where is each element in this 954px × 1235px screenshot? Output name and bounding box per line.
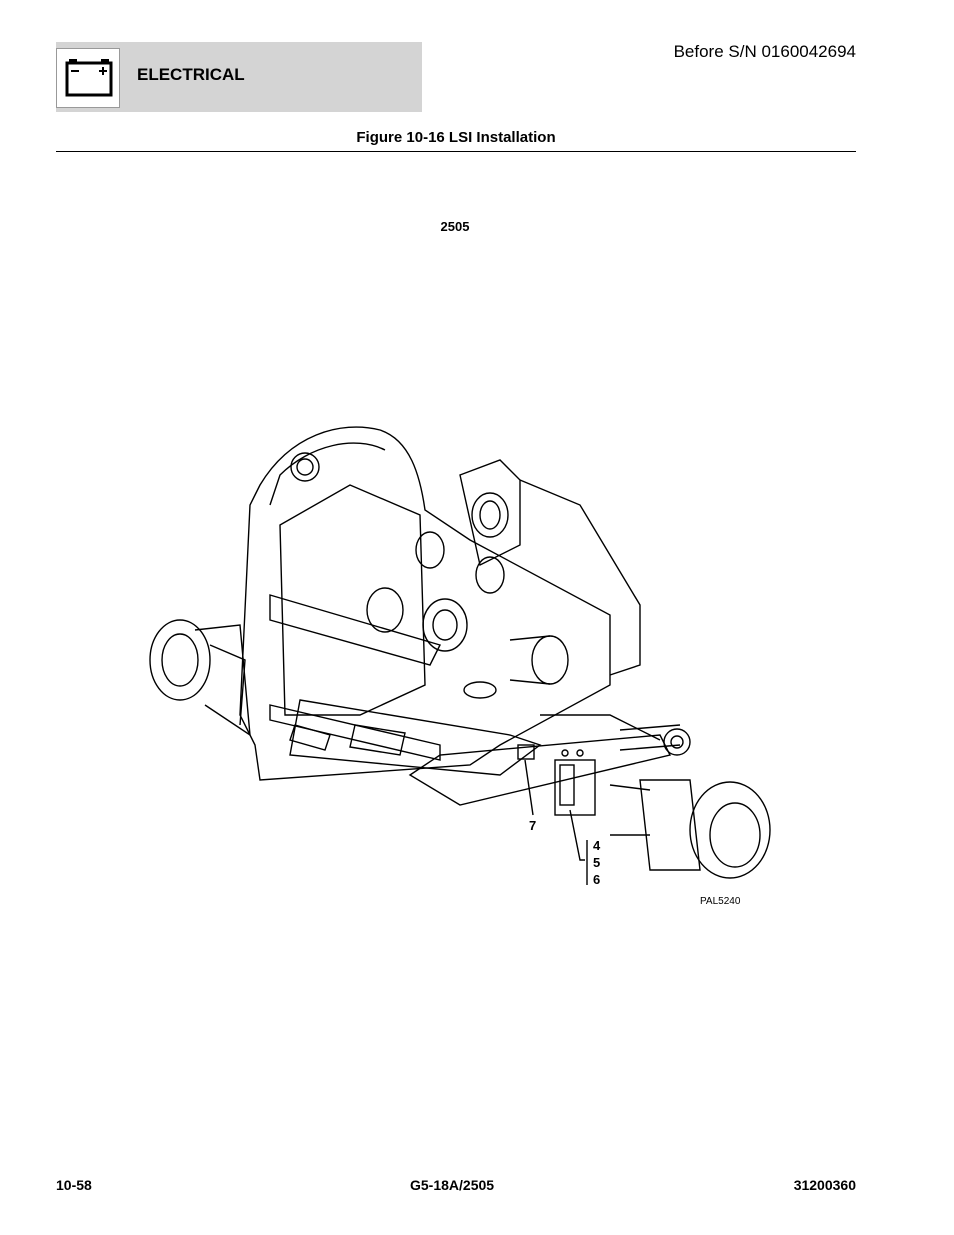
callout-5: 5 [593, 855, 601, 870]
serial-note: Before S/N 0160042694 [673, 42, 856, 61]
callout-7: 7 [529, 818, 537, 833]
header-rule [56, 151, 856, 152]
section-title: ELECTRICAL [137, 65, 245, 84]
battery-icon [56, 48, 120, 108]
callout-6: 6 [593, 872, 601, 887]
doc-number: 31200360 [793, 1177, 856, 1193]
page-number: 10-58 [56, 1177, 92, 1193]
model-label: 2505 [440, 219, 470, 234]
figure-title: Figure 10-16 LSI Installation [356, 129, 556, 146]
callout-4: 4 [593, 838, 601, 853]
drawing-id: PAL5240 [700, 896, 741, 907]
footer-model: G5-18A/2505 [410, 1177, 495, 1193]
lsi-installation-drawing [149, 426, 771, 885]
